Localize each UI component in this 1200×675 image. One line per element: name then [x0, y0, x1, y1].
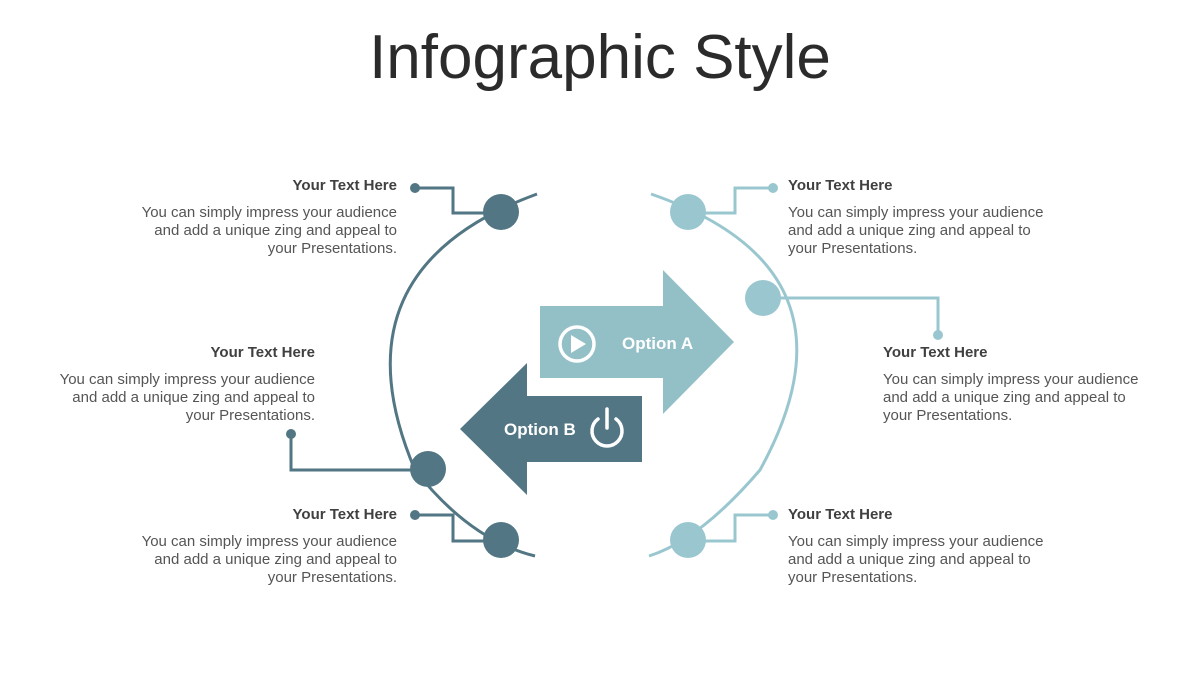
- right-middle-connector-dot: [933, 330, 943, 340]
- text-block-left-top: Your Text Here You can simply impress yo…: [137, 177, 397, 258]
- text-block-heading: Your Text Here: [788, 506, 893, 523]
- right-top-node: [670, 194, 706, 230]
- text-block-heading: Your Text Here: [292, 177, 397, 194]
- left-top-connector-dot: [410, 183, 420, 193]
- text-block-body: You can simply impress your audience and…: [883, 371, 1139, 424]
- power-icon: [590, 407, 624, 448]
- right-top-connector: [688, 186, 773, 215]
- text-block-heading: Your Text Here: [883, 344, 988, 361]
- right-middle-node: [745, 280, 781, 316]
- text-block-body: You can simply impress your audience and…: [788, 204, 1044, 257]
- left-bottom-node: [483, 522, 519, 558]
- text-block-left-bottom: Your Text Here You can simply impress yo…: [137, 506, 397, 587]
- text-block-right-middle: Your Text Here You can simply impress yo…: [883, 344, 1143, 425]
- text-block-body: You can simply impress your audience and…: [788, 533, 1044, 586]
- text-block-heading: Your Text Here: [292, 506, 397, 523]
- text-block-body: You can simply impress your audience and…: [141, 533, 397, 586]
- text-block-heading: Your Text Here: [788, 177, 893, 194]
- right-top-connector-dot: [768, 183, 778, 193]
- right-middle-connector: [763, 296, 940, 335]
- text-block-body: You can simply impress your audience and…: [141, 204, 397, 257]
- left-middle-node: [410, 451, 446, 487]
- left-middle-connector: [289, 434, 428, 472]
- text-block-left-middle: Your Text Here You can simply impress yo…: [55, 344, 315, 425]
- right-bottom-connector: [688, 513, 773, 543]
- option-b-arrow: [460, 363, 642, 495]
- left-middle-connector-dot: [286, 429, 296, 439]
- option-b-label: Option B: [504, 420, 576, 439]
- text-block-right-top: Your Text Here You can simply impress yo…: [788, 177, 1048, 258]
- text-block-heading: Your Text Here: [210, 344, 315, 361]
- slide-title: Infographic Style: [369, 23, 831, 92]
- play-icon: [558, 325, 596, 363]
- left-top-node: [483, 194, 519, 230]
- option-a-label: Option A: [622, 334, 693, 353]
- left-bottom-connector: [415, 513, 501, 543]
- right-bottom-connector-dot: [768, 510, 778, 520]
- right-bottom-node: [670, 522, 706, 558]
- left-top-connector: [415, 186, 501, 215]
- text-block-body: You can simply impress your audience and…: [59, 371, 315, 424]
- text-block-right-bottom: Your Text Here You can simply impress yo…: [788, 506, 1048, 587]
- left-bottom-connector-dot: [410, 510, 420, 520]
- option-a-arrow: [540, 270, 734, 414]
